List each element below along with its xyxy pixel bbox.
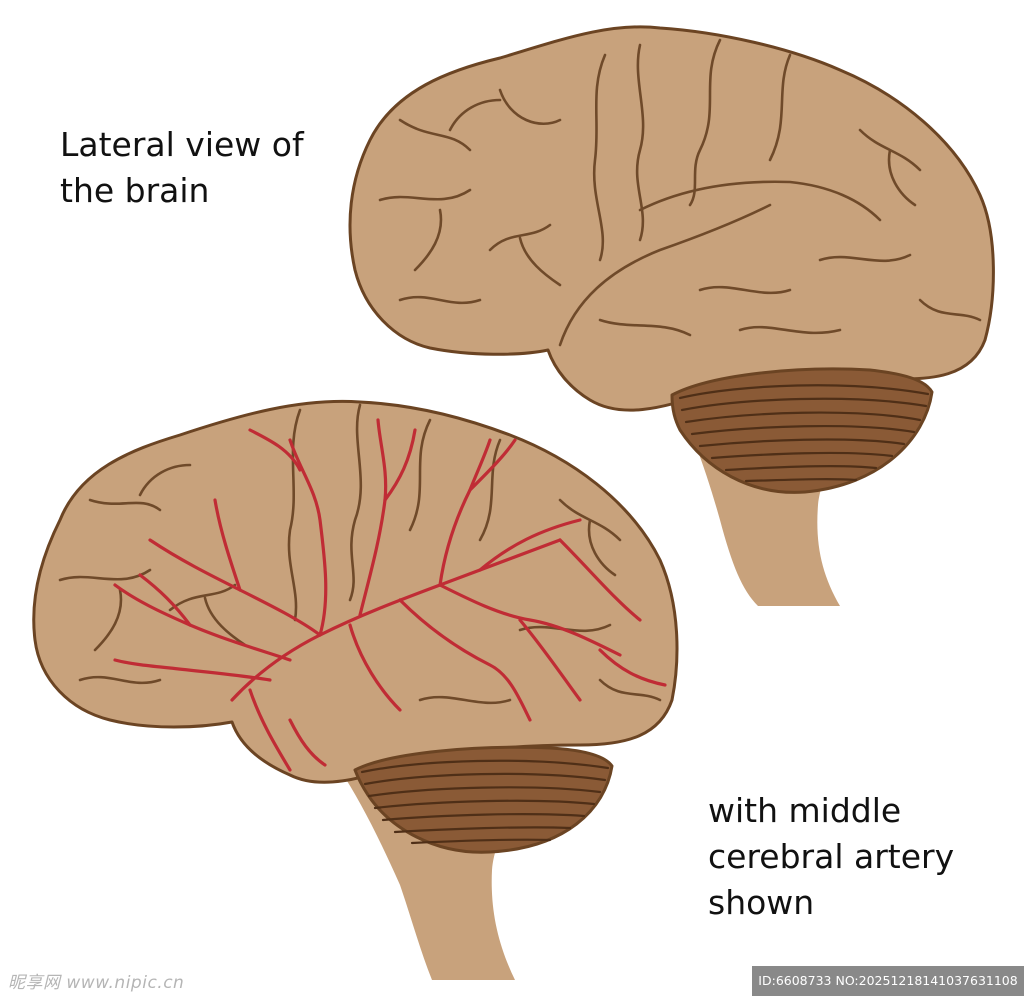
cerebrum-bottom: [32, 399, 679, 784]
watermark-site: 昵享网 www.nipic.cn: [8, 973, 185, 993]
cerebrum-top: [348, 25, 995, 412]
caption-artery-shown: with middle cerebral artery shown: [708, 788, 954, 926]
watermark-id: ID:6608733 NO:20251218141037631108: [752, 966, 1024, 996]
sulci-top: [378, 38, 982, 347]
caption-line: with middle: [708, 791, 902, 830]
brain-lateral-view: [348, 25, 995, 606]
caption-lateral-view: Lateral view of the brain: [60, 122, 304, 214]
cerebellum-folds-top: [678, 384, 930, 483]
caption-line: shown: [708, 883, 815, 922]
caption-line: Lateral view of: [60, 125, 304, 164]
caption-line: cerebral artery: [708, 837, 955, 876]
cerebellum-folds-bottom: [360, 759, 610, 845]
caption-line: the brain: [60, 171, 210, 210]
brain-with-artery: [32, 399, 679, 980]
middle-cerebral-artery: [113, 418, 667, 772]
cerebellum-bottom: [353, 745, 614, 854]
